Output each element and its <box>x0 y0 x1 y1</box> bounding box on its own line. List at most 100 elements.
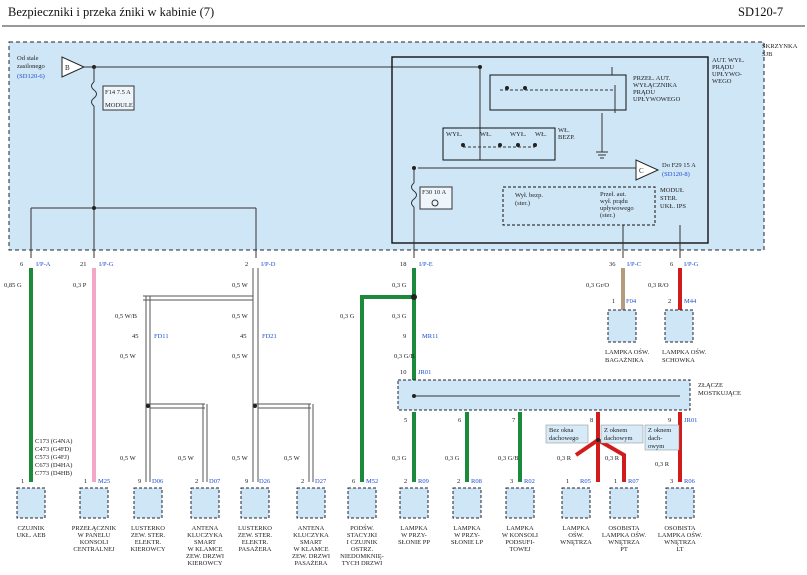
source-arrow <box>61 56 86 78</box>
sjb-name: SKRZYNKA SJB <box>762 43 798 58</box>
svg-text:I/P-E: I/P-E <box>419 261 433 268</box>
ips-b-label: Przeł. aut. wył. prądu upływowego (ster.… <box>600 191 634 219</box>
inline-fd11: 45 FD11 <box>132 333 169 340</box>
svg-text:UPŁYWO-: UPŁYWO- <box>712 71 742 78</box>
inline-mr11: 9 MR11 <box>403 333 438 340</box>
wire-label-g085: 0,85 G <box>4 282 22 289</box>
component-conn-antenna-driver: D07 <box>209 478 221 485</box>
svg-text:PRZEŁ. AUT.: PRZEŁ. AUT. <box>633 75 671 82</box>
wire-label-w05-d: 0,5 W <box>232 353 249 360</box>
component-pin-antenna-passenger: 2 <box>301 478 304 485</box>
svg-text:(SD120-6): (SD120-6) <box>17 73 45 80</box>
wire-label-gb03: 0,3 G/B <box>394 353 415 360</box>
component-pin-antenna-driver: 2 <box>195 478 198 485</box>
diagram-title: Bezpieczniki i przeka źniki w kabinie (7… <box>8 5 214 19</box>
svg-text:SJB: SJB <box>762 51 773 58</box>
svg-text:C773 (D4HB): C773 (D4HB) <box>35 470 72 477</box>
svg-text:WYŁĄCZNIKA: WYŁĄCZNIKA <box>633 82 677 89</box>
svg-text:I/P-D: I/P-D <box>261 261 276 268</box>
wire-label-w05-f: 0,5 W <box>178 455 195 462</box>
component-conn-ignition-light: M52 <box>366 478 378 485</box>
svg-text:(SD120-8): (SD120-8) <box>662 171 690 178</box>
svg-text:C573 (G4FJ): C573 (G4FJ) <box>35 454 69 461</box>
switch-label: PRZEŁ. AUT. WYŁĄCZNIKA PRĄDU UPŁYWOWEGO <box>633 75 681 103</box>
svg-text:F14 7.5 A: F14 7.5 A <box>105 89 131 96</box>
component-label-schowek: LAMPKA OŚW. SCHOWKA <box>662 348 707 364</box>
component-pin-mirror-driver: 9 <box>138 478 141 485</box>
bezp-label: WŁ. BEZP. <box>558 127 575 141</box>
svg-text:dachowego: dachowego <box>549 435 579 442</box>
svg-text:MODULE: MODULE <box>105 102 133 109</box>
component-conn-console-switch: M25 <box>98 478 110 485</box>
svg-text:6: 6 <box>458 417 462 424</box>
svg-text:Z oknem: Z oknem <box>604 427 627 434</box>
svg-text:(ster.): (ster.) <box>600 212 615 219</box>
svg-text:PRĄDU: PRĄDU <box>633 89 655 96</box>
wire-label-gro03: 0,3 Gr/O <box>586 282 609 289</box>
component-conn-mirror-passenger: D26 <box>259 478 271 485</box>
fuse-module-label: F14 7.5 A MODULE <box>105 89 133 109</box>
svg-text:MODUŁ: MODUŁ <box>660 187 684 194</box>
wire-label-gb03-b: 0,3 G/B <box>498 455 519 462</box>
svg-text:Do F29 15 A: Do F29 15 A <box>662 162 696 169</box>
component-conn-overhead-console: R02 <box>524 478 535 485</box>
svg-text:ZŁĄCZE: ZŁĄCZE <box>698 382 723 389</box>
svg-text:UKŁ. IPS: UKŁ. IPS <box>660 203 686 210</box>
wire-label-w05-e: 0,5 W <box>120 455 137 462</box>
component-conn-mirror-driver: D06 <box>152 478 164 485</box>
inline-f04: 1 F04 <box>612 298 637 305</box>
svg-text:upływowego: upływowego <box>600 205 634 212</box>
svg-text:I/P-A: I/P-A <box>36 261 51 268</box>
wire-label-w05-c: 0,5 W <box>120 353 137 360</box>
svg-text:C173 (G4NA): C173 (G4NA) <box>35 438 72 445</box>
component-box-console-switch <box>79 487 109 519</box>
component-pin-mirror-passenger: 9 <box>245 478 248 485</box>
svg-text:zasilonego: zasilonego <box>17 63 45 70</box>
svg-text:2: 2 <box>668 298 671 305</box>
svg-text:owym: owym <box>648 443 664 450</box>
wire-label-g03-d: 0,3 G <box>392 455 407 462</box>
source-marker: B <box>65 64 70 72</box>
wire-label-g03-c: 0,3 G <box>392 313 407 320</box>
wire-label-g03-b: 0,3 G <box>340 313 355 320</box>
svg-text:F04: F04 <box>626 298 637 305</box>
component-box-mirror-passenger <box>240 487 270 519</box>
connector-ipa: 6 I/P-A <box>20 261 51 268</box>
component-pin-personal-lamp-pt: 1 <box>614 478 617 485</box>
svg-text:FD11: FD11 <box>154 333 169 340</box>
component-conn-personal-lamp-lt: R06 <box>684 478 696 485</box>
wire-label-r03-a: 0,3 R <box>557 455 572 462</box>
svg-text:Od stale: Od stale <box>17 55 39 62</box>
fuse-f30-label: F30 10 A <box>422 189 447 196</box>
component-box-personal-lamp-lt <box>665 487 695 519</box>
dest-marker: C <box>639 167 644 175</box>
component-box-personal-lamp-pt <box>609 487 639 519</box>
wire-label-r03-c: 0,3 R <box>655 461 670 468</box>
svg-text:WŁ.: WŁ. <box>480 131 492 138</box>
svg-text:36: 36 <box>609 261 616 268</box>
component-conn-lamp-fp: R09 <box>418 478 429 485</box>
component-conn-interior-lamp: R05 <box>580 478 591 485</box>
wire-label-wb05: 0,5 W/B <box>115 313 138 320</box>
inline-m44: 2 M44 <box>668 298 697 305</box>
svg-text:(ster.): (ster.) <box>515 200 530 207</box>
option-z-oknem-a: Z oknem dachowym <box>604 427 633 442</box>
joint-name: JR01 <box>684 417 697 424</box>
svg-text:wył. prądu: wył. prądu <box>600 198 629 205</box>
svg-text:WYŁ.: WYŁ. <box>446 131 463 138</box>
wire-label-w05-a: 0,5 W <box>232 282 249 289</box>
svg-text:I/P-G: I/P-G <box>684 261 699 268</box>
dest-arrow <box>635 159 660 181</box>
wire-label-w05-h: 0,5 W <box>284 455 301 462</box>
c173-label: C173 (G4NA) C473 (G4FD) C573 (G4FJ) C673… <box>35 438 72 477</box>
ips-a-label: Wył. bezp. (ster.) <box>515 192 543 207</box>
component-conn-antenna-passenger: D27 <box>315 478 327 485</box>
component-box-lamp-fp <box>399 487 429 519</box>
component-pin-lamp-fl: 2 <box>457 478 460 485</box>
connector-ipd: 2 I/P-D <box>245 261 276 268</box>
svg-text:WEGO: WEGO <box>712 78 732 85</box>
